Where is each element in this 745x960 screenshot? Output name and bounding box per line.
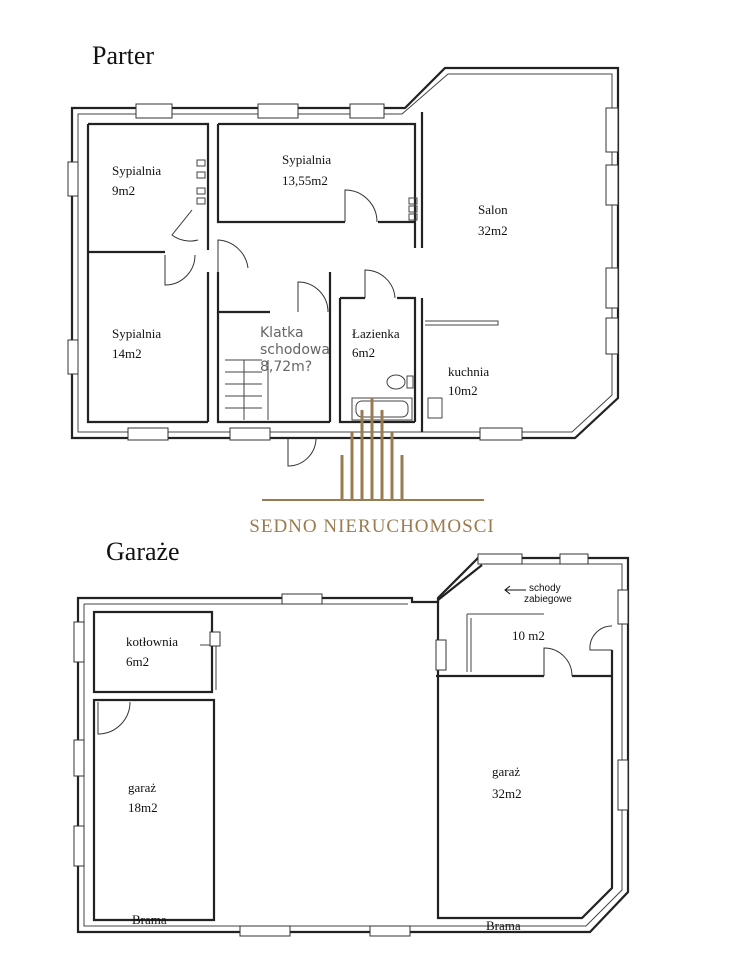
- garage-floor-doors: [97, 625, 613, 735]
- room-name: Sypialnia: [112, 326, 161, 341]
- room-area: 32m2: [478, 223, 508, 238]
- logo-bars: [340, 398, 404, 500]
- gate-label: Brama: [486, 918, 521, 933]
- garage-floor-title: Garaże: [106, 537, 180, 566]
- stairs-note-line: zabiegowe: [524, 594, 572, 605]
- room-name: Łazienka: [352, 326, 400, 341]
- stairs-note-line: schody: [529, 583, 561, 594]
- stairs-note-line: 8,72m?: [260, 359, 312, 375]
- room-name: Sypialnia: [282, 152, 331, 167]
- sedno-logo: SEDNO NIERUCHOMOSCI: [249, 398, 494, 537]
- brand-name: SEDNO NIERUCHOMOSCI: [249, 516, 494, 537]
- room-area: 9m2: [112, 183, 135, 198]
- gate-label: Brama: [132, 912, 167, 927]
- ground-floor-doors: [164, 189, 396, 467]
- stairs-note-line: schodowa: [260, 342, 330, 358]
- room-area: 10m2: [448, 383, 478, 398]
- stairs-note-line: Klatka: [260, 325, 304, 341]
- room-area: 14m2: [112, 346, 142, 361]
- ground-floor-walls: [70, 66, 620, 440]
- room-name: garaż: [492, 764, 520, 779]
- ground-floor-labels: Sypialnia 9m2 Sypialnia 13,55m2 Salon 32…: [112, 152, 508, 398]
- room-name: kotłownia: [126, 634, 178, 649]
- garage-floor-windows: [73, 553, 629, 937]
- room-area: 6m2: [126, 654, 149, 669]
- ground-floor-title: Parter: [92, 41, 154, 70]
- room-name: kuchnia: [448, 364, 489, 379]
- room-name: Sypialnia: [112, 163, 161, 178]
- ground-floor-windows: [67, 103, 619, 441]
- room-name: Salon: [478, 202, 508, 217]
- garage-floor-walls: [76, 556, 630, 934]
- room-area: 32m2: [492, 786, 522, 801]
- stairs-room-area: 10 m2: [512, 628, 545, 643]
- room-name: garaż: [128, 780, 156, 795]
- room-area: 18m2: [128, 800, 158, 815]
- stairs-arrow: [504, 585, 526, 595]
- room-area: 13,55m2: [282, 173, 328, 188]
- room-area: 6m2: [352, 345, 375, 360]
- garage-floor-labels: kotłownia 6m2 garaż 18m2 garaż 32m2 10 m…: [126, 583, 572, 933]
